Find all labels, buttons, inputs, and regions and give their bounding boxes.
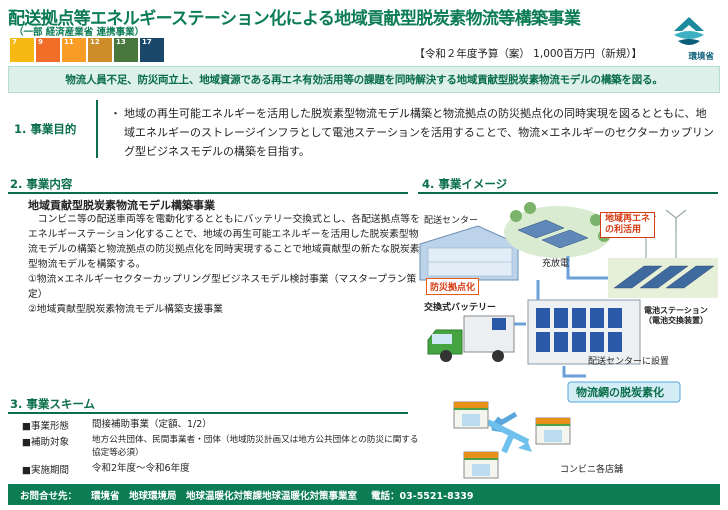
purpose-text-block: ・ 地域の再生可能エネルギーを活用した脱炭素型物流モデル構築と物流拠点の防災拠点… <box>110 104 716 161</box>
installed-label: 配送センターに設置 <box>588 357 670 367</box>
sdg-goal-9-icon: 9 <box>36 38 60 62</box>
section-image-label: 4. 事業イメージ <box>422 177 508 191</box>
store-icon <box>453 401 489 429</box>
section-purpose-box: 1. 事業目的 <box>8 100 98 158</box>
station-label: 電池ステーション （電池交換装置） <box>644 306 708 325</box>
charge-arrow-line <box>566 256 608 280</box>
section-content-divider <box>8 192 408 194</box>
scheme-key: ■補助対象 <box>22 437 69 448</box>
content-body: コンビニ等の配送車両等を電動化するとともにバッテリー交換式とし、各配送拠点等をエ… <box>28 212 424 317</box>
business-image-diagram <box>419 202 718 479</box>
ministry-logo-label: 環境省 <box>688 52 714 62</box>
battery-station-icon <box>527 299 641 365</box>
store-icon <box>535 417 571 445</box>
purpose-bullet: ・ <box>110 107 121 120</box>
page-title: 配送拠点等エネルギーステーション化による地域貢献型脱炭素物流等構築事業 <box>8 9 581 29</box>
solar-array-icon <box>608 258 718 298</box>
section-content-label: 2. 事業内容 <box>10 177 73 191</box>
contact-org: 環境省 地球環境局 地球温暖化対策課地球温暖化対策事業室 <box>91 490 358 502</box>
content-title: 地域貢献型脱炭素物流モデル構築事業 <box>28 199 215 212</box>
scheme-value: 地方公共団体、民間事業者・団体（地域防災計画又は地方公共団体との防災に関する協定… <box>92 435 419 458</box>
renewable-area-icon <box>504 202 612 258</box>
purpose-text: 地域の再生可能エネルギーを活用した脱炭素型物流モデル構築と物流拠点の防災拠点化の… <box>124 107 714 158</box>
scheme-row-target: ■補助対象 地方公共団体、民間事業者・団体（地域防災計画又は地方公共団体との防災… <box>22 434 422 460</box>
sdg-goal-13-icon: 13 <box>114 38 138 62</box>
section-image-divider <box>418 192 718 194</box>
contact-tel: 電話：03-5521-8339 <box>371 490 474 502</box>
page-subtitle: （一部 経済産業省 連携事業） <box>14 27 145 38</box>
scheme-value: 令和2年度～令和6年度 <box>92 463 190 474</box>
store-icon <box>463 451 499 479</box>
sdg-goal-17-icon: 17 <box>140 38 164 62</box>
scheme-key: ■実施期間 <box>22 465 69 476</box>
section-purpose-label: 1. 事業目的 <box>14 122 77 136</box>
battery-label: 交換式バッテリー <box>424 303 497 313</box>
content-item-2: ②地域貢献型脱炭素物流モデル構築支援事業 <box>28 304 223 315</box>
objective-banner: 物流人員不足、防災両立上、地域資源である再エネ有効活用等の課題を同時解決する地域… <box>8 66 720 93</box>
scheme-row-period: ■実施期間 令和2年度～令和6年度 <box>22 462 422 476</box>
section-scheme-label: 3. 事業スキーム <box>10 397 96 411</box>
scheme-row-type: ■事業形態 間接補助事業（定額、1/2） <box>22 418 422 432</box>
content-item-1: ①物流×エネルギーセクターカップリング型ビジネスモデル検討事業（マスタープラン策… <box>28 274 417 300</box>
content-paragraph: コンビニ等の配送車両等を電動化するとともにバッテリー交換式とし、各配送拠点等をエ… <box>28 214 420 270</box>
delivery-truck-icon <box>427 315 526 362</box>
budget-text: 【令和２年度予算（案） 1,000百万円（新規）】 <box>414 48 642 60</box>
charge-label: 充放電 <box>542 259 570 269</box>
section-scheme-divider <box>8 412 408 414</box>
stores-label: コンビニ各店舗 <box>560 465 624 475</box>
renewable-label: 地域再エネ の利活用 <box>600 212 656 238</box>
scheme-value: 間接補助事業（定額、1/2） <box>92 419 212 430</box>
scheme-key: ■事業形態 <box>22 421 69 432</box>
ministry-logo-icon <box>674 17 704 45</box>
sdg-goal-7-icon: 7 <box>10 38 34 62</box>
delivery-center-label: 配送センター <box>424 216 479 226</box>
sdg-goal-12-icon: 12 <box>88 38 112 62</box>
contact-label: お問合せ先： <box>20 490 78 502</box>
decarbonize-label: 物流網の脱炭素化 <box>576 386 664 399</box>
contact-footer: お問合せ先： 環境省 地球環境局 地球温暖化対策課地球温暖化対策事業室 電話：0… <box>8 484 720 505</box>
disaster-base-label: 防災拠点化 <box>426 278 480 295</box>
delivery-center-icon <box>419 225 519 281</box>
sdg-goal-11-icon: 11 <box>62 38 86 62</box>
